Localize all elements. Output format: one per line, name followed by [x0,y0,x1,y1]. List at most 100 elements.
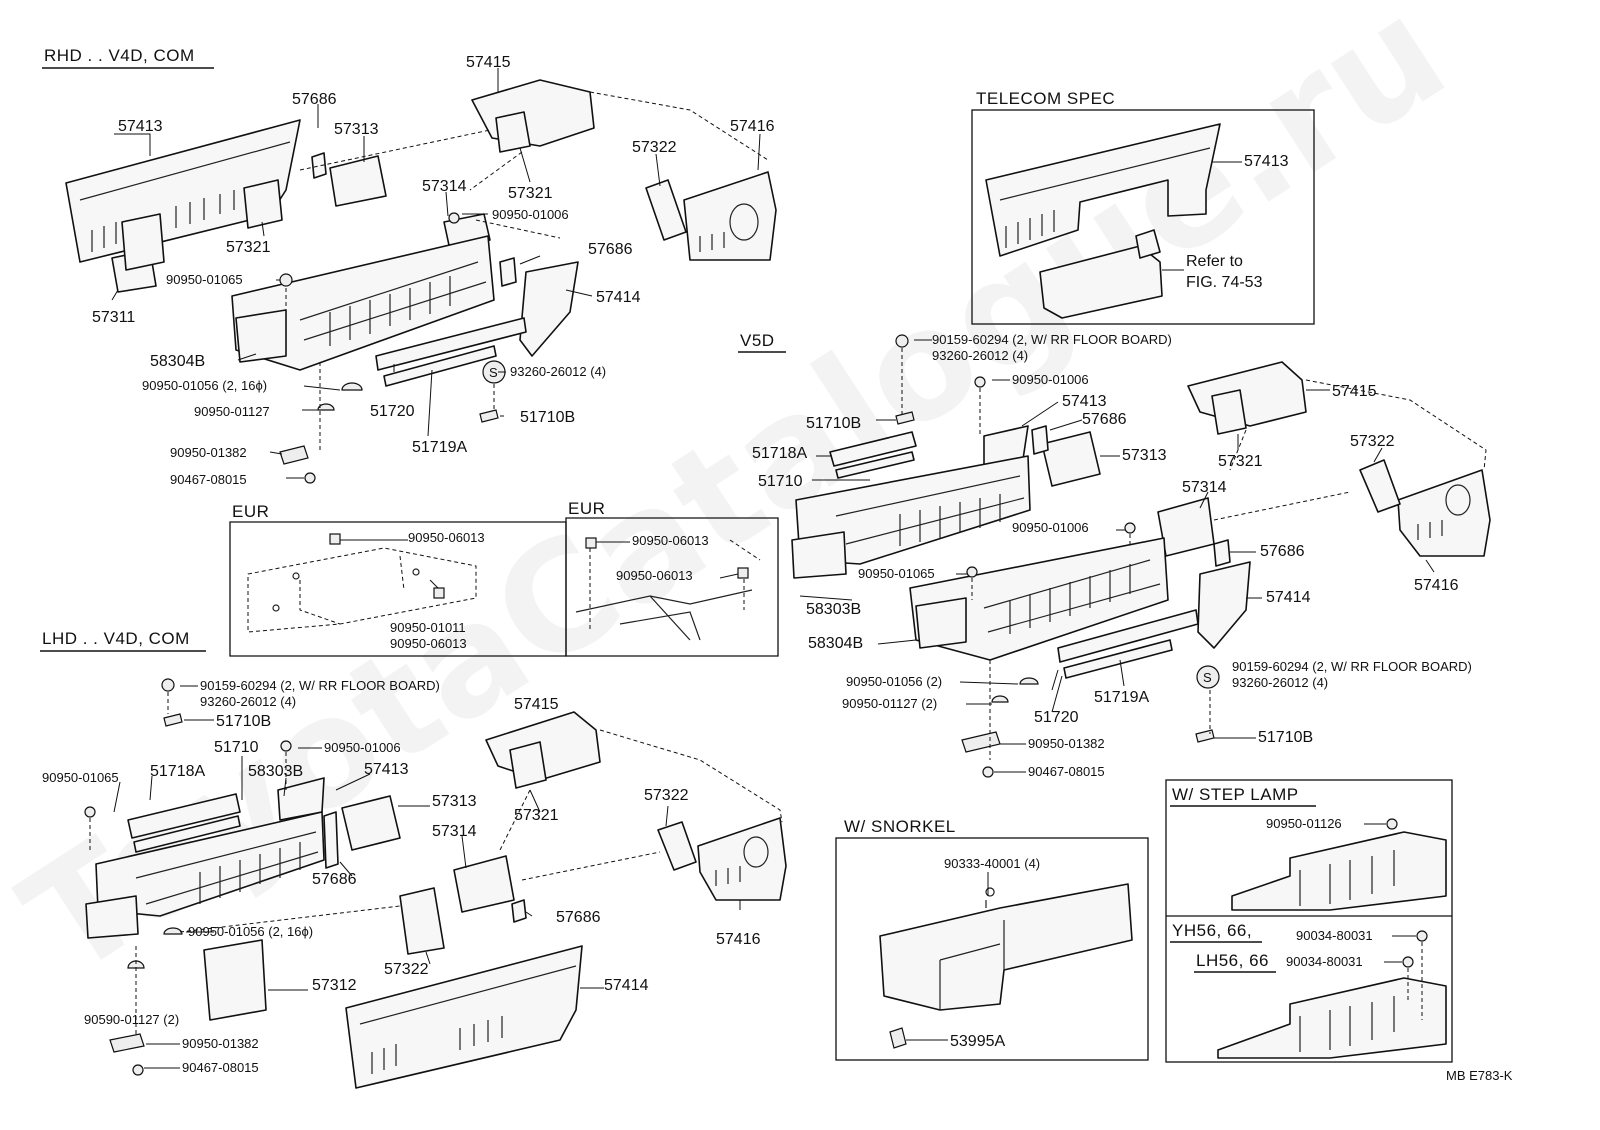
lhd-label-58303b: 58303B [248,763,303,780]
step-lamp-label-90034a: 90034-80031 [1296,928,1373,943]
part-57321-upper [495,111,531,153]
v5d-part-51718a [829,431,917,467]
step-lamp-fastener-90950-01126 [1386,818,1398,830]
label-57414: 57414 [596,289,641,306]
telecom-bracket-tab [1135,229,1161,259]
lhd-label-90950-01065: 90950-01065 [42,770,119,785]
v5d-fastener-51710b [895,411,915,425]
v5d-label-90950-01006a: 90950-01006 [1012,372,1089,387]
rhd-header: RHD . . V4D, COM [44,46,195,65]
part-57686-lower [499,257,517,287]
lhd-part-57322a [657,821,697,871]
part-51720-rail [375,317,527,371]
v5d-part-57415 [1187,361,1307,427]
step-lamp-upper-pan [1231,831,1447,911]
label-51720: 51720 [370,403,415,420]
v5d-part-51720 [1057,609,1199,663]
v5d-fastener-51710b-lower [1195,729,1215,743]
v5d-label-57686a: 57686 [1082,411,1127,428]
label-57686: 57686 [292,91,337,108]
lhd-part-58303b [85,895,139,939]
label-90950-01006: 90950-01006 [492,207,569,222]
step-lamp-lower-pan [1217,977,1447,1059]
v5d-label-51719a: 51719A [1094,689,1149,706]
lhd-label-57312: 57312 [312,977,357,994]
v5d-label-57686b: 57686 [1260,543,1305,560]
lhd-label-90950-01056: 90950-01056 (2, 16ϕ) [188,924,313,939]
lhd-fastener-90950-01065 [84,806,96,818]
lhd-label-51718a: 51718A [150,763,205,780]
lhd-fastener-90950-01382 [109,1033,145,1053]
lh-header: LH56, 66 [1196,951,1269,970]
part-57415-upper [471,79,595,147]
lhd-label-51710: 51710 [214,739,259,756]
snorkel-header: W/ SNORKEL [844,817,956,836]
telecom-refer-line2: FIG. 74-53 [1186,274,1263,291]
v5d-label-93260b: 93260-26012 (4) [1232,675,1328,690]
fastener-90950-01382 [279,445,309,465]
part-51719a-rail [383,345,497,387]
eur-label-b1: 90950-06013 [632,533,709,548]
lhd-part-57416 [697,817,787,901]
v5d-label-57414: 57414 [1266,589,1311,606]
step-lamp-fastener-90034b [1402,956,1414,968]
telecom-spec-section: TELECOM SPEC 57413 Refer to FIG. 74-53 [971,89,1315,325]
lhd-fastener-90159 [161,678,175,692]
v5d-part-57416 [1397,469,1491,557]
v5d-part-51718a-rail [835,451,915,479]
label-57415: 57415 [466,54,511,71]
lhd-label-51710b: 51710B [216,713,271,730]
lhd-label-90950-01006: 90950-01006 [324,740,401,755]
eur-label-b2: 90950-06013 [616,568,693,583]
v5d-label-90950-01006b: 90950-01006 [1012,520,1089,535]
lhd-label-57686a: 57686 [312,871,357,888]
v5d-circled-s-icon: S [1196,665,1220,689]
lhd-label-90467: 90467-08015 [182,1060,259,1075]
lhd-label-90950-01382: 90950-01382 [182,1036,259,1051]
v5d-label-51718a: 51718A [752,445,807,462]
lhd-part-57322b [399,887,445,955]
step-lamp-label-90950-01126: 90950-01126 [1266,816,1342,831]
v5d-label-57313: 57313 [1122,447,1167,464]
part-57686-stub [311,152,327,179]
lhd-label-57321: 57321 [514,807,559,824]
v5d-label-90950-01056: 90950-01056 (2) [846,674,942,689]
rhd-section: RHD . . V4D, COM [42,46,777,487]
snorkel-clip-53995a [889,1027,907,1049]
snorkel-box [835,837,1149,1061]
v5d-label-51710b-lower: 51710B [1258,729,1313,746]
v5d-s-marker-text: S [1203,670,1212,685]
lhd-label-57322b: 57322 [384,961,429,978]
lhd-label-57414: 57414 [604,977,649,994]
v5d-part-58304b-floor-pan [909,537,1169,661]
v5d-label-57314: 57314 [1182,479,1227,496]
eur-fastener-a1 [329,533,341,545]
label-93260-26012: 93260-26012 (4) [510,364,606,379]
snorkel-section: W/ SNORKEL 90333-40001 (4) 53995A [835,817,1149,1061]
lhd-fastener-90590 [127,960,145,969]
lhd-label-57415: 57415 [514,696,559,713]
lhd-header: LHD . . V4D, COM [42,629,190,648]
v5d-label-57322: 57322 [1350,433,1395,450]
lhd-fastener-51710b [163,713,183,727]
label-90950-01056: 90950-01056 (2, 16ϕ) [142,378,267,393]
lhd-fastener-90950-01056 [163,927,183,935]
lhd-label-57416: 57416 [716,931,761,948]
v5d-label-51710b: 51710B [806,415,861,432]
v5d-fastener-90159 [895,334,909,348]
v5d-fastener-90950-01065 [966,566,978,578]
lhd-label-57686b: 57686 [556,909,601,926]
v5d-fastener-90950-01127 [991,695,1009,703]
v5d-part-57314 [1157,497,1215,557]
v5d-label-90159b: 90159-60294 (2, W/ RR FLOOR BOARD) [1232,659,1472,674]
fastener-90950-01065 [279,273,293,287]
telecom-label-57413: 57413 [1244,153,1289,170]
label-90950-01127: 90950-01127 [194,404,270,419]
v5d-part-57313 [1041,431,1101,487]
label-57416: 57416 [730,118,775,135]
label-57321: 57321 [508,185,553,202]
v5d-part-57321 [1211,389,1247,435]
telecom-57413-panel [985,123,1221,257]
v5d-part-57686a [1031,425,1049,455]
part-57321-upper-small [243,179,283,229]
